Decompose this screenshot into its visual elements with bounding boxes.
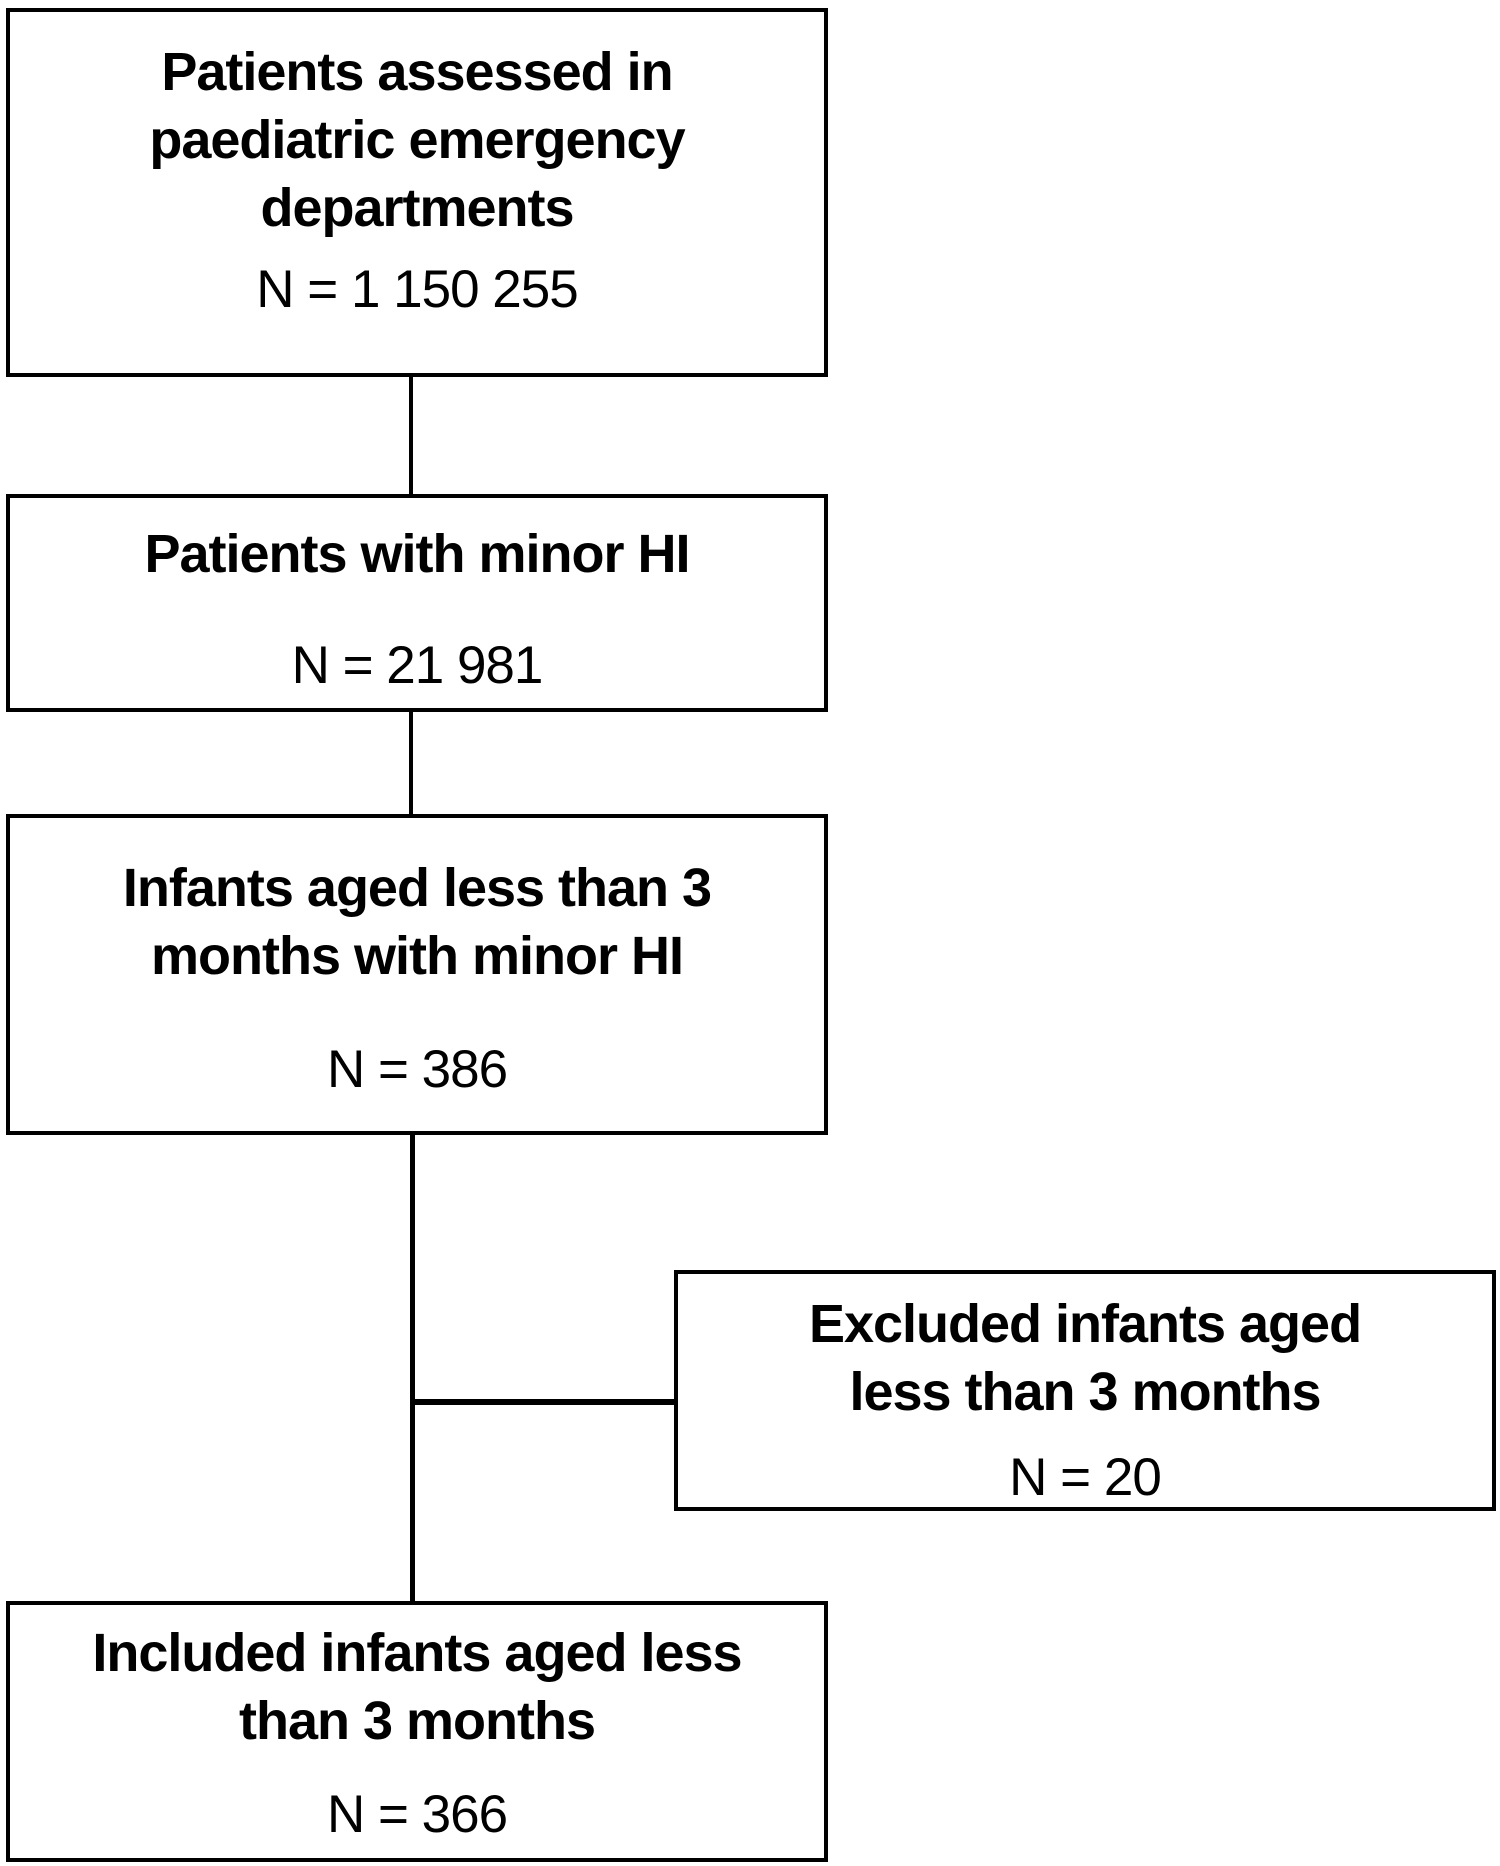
node-count: N = 366 (326, 1785, 508, 1844)
node-excluded-infants: Excluded infants aged less than 3 months… (674, 1270, 1496, 1511)
connector-assessed-to-minor-hi (409, 377, 413, 494)
connector-infants-to-included (410, 1135, 415, 1601)
connector-minor-hi-to-infants (409, 712, 413, 814)
node-title-line: less than 3 months (849, 1362, 1321, 1422)
node-title-line: departments (260, 178, 574, 238)
node-title-line: Infants aged less than 3 (122, 858, 712, 918)
node-patients-minor-hi: Patients with minor HI N = 21 981 (6, 494, 828, 712)
node-title-line: Patients assessed in (161, 42, 673, 102)
node-title: Patients with minor HI (144, 520, 690, 588)
node-count: N = 20 (1009, 1448, 1162, 1507)
node-title: Excluded infants aged less than 3 months (808, 1290, 1362, 1426)
node-title: Patients assessed in paediatric emergenc… (149, 38, 685, 242)
connector-branch-to-excluded (412, 1399, 676, 1405)
node-title: Included infants aged less than 3 months (92, 1619, 742, 1755)
node-title-line: Excluded infants aged (808, 1294, 1362, 1354)
node-title: Infants aged less than 3 months with min… (122, 854, 712, 990)
node-title-line: months with minor HI (151, 926, 684, 986)
node-infants-under-3-months: Infants aged less than 3 months with min… (6, 814, 828, 1135)
node-title-line: Patients with minor HI (144, 524, 690, 584)
node-patients-assessed: Patients assessed in paediatric emergenc… (6, 8, 828, 377)
node-count: N = 21 981 (291, 636, 544, 695)
node-title-line: paediatric emergency (149, 110, 685, 170)
node-count: N = 1 150 255 (256, 260, 578, 319)
node-included-infants: Included infants aged less than 3 months… (6, 1601, 828, 1862)
node-title-line: than 3 months (238, 1691, 596, 1751)
node-title-line: Included infants aged less (92, 1623, 742, 1683)
node-count: N = 386 (326, 1040, 508, 1099)
